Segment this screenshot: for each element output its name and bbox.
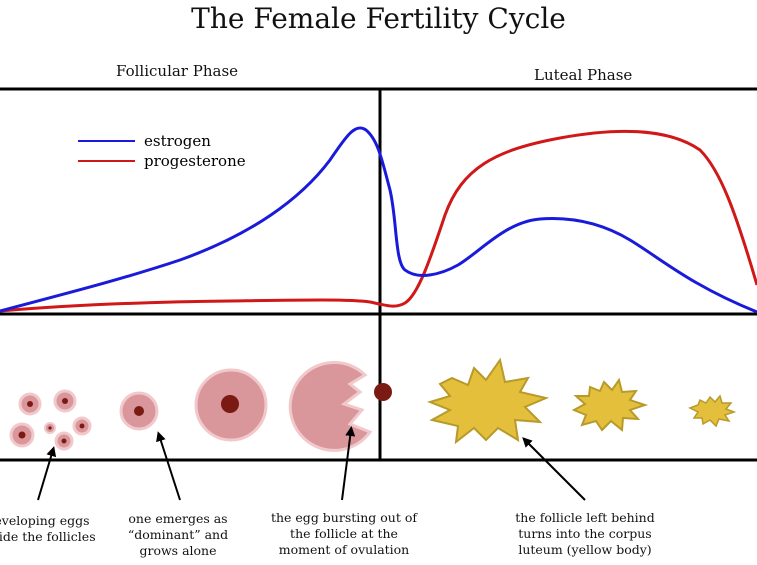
arrow-developing-eggs [37, 446, 57, 501]
dominant-egg [134, 406, 144, 416]
arrow-corpus-luteum [522, 437, 586, 501]
legend-estrogen-label: estrogen [144, 132, 211, 150]
egg-dot [79, 423, 85, 429]
legend-progesterone-label: progesterone [144, 152, 246, 170]
caption-dominant-follicle: one emerges as “dominant” and grows alon… [118, 511, 238, 559]
follicular-phase-label: Follicular Phase [116, 62, 239, 80]
released-egg [374, 383, 392, 401]
growing-egg [221, 395, 239, 413]
caption-corpus-luteum: the follicle left behind turns into the … [505, 510, 665, 558]
luteal-phase-label: Luteal Phase [534, 66, 633, 84]
arrow-ovulation [341, 426, 356, 501]
corpus-luteum-large [426, 357, 550, 445]
caption-line: moment of ovulation [278, 542, 410, 557]
egg-dot [48, 426, 52, 430]
caption-line: grows alone [139, 543, 217, 558]
caption-line: the egg bursting out of [270, 510, 418, 525]
developing-follicles-cluster [9, 389, 92, 451]
caption-line: inside the follicles [0, 529, 96, 544]
caption-line: luteum (yellow body) [518, 542, 652, 557]
estrogen-curve [0, 126, 757, 314]
caption-developing-eggs: developing eggs inside the follicles [0, 513, 98, 545]
chart-legend: estrogen progesterone [78, 132, 246, 170]
caption-line: the follicle left behind [515, 510, 655, 525]
corpus-luteum-medium [571, 377, 649, 432]
caption-line: “dominant” and [127, 527, 229, 542]
progesterone-curve [0, 129, 757, 313]
arrow-dominant-follicle [156, 431, 181, 501]
caption-ovulation: the egg bursting out of the follicle at … [264, 510, 424, 558]
egg-dot [62, 398, 68, 404]
caption-line: one emerges as [128, 511, 228, 526]
caption-line: turns into the corpus [518, 526, 652, 541]
egg-dot [18, 431, 26, 439]
caption-line: developing eggs [0, 513, 90, 528]
corpus-luteum-small [688, 394, 737, 428]
egg-dot [61, 438, 67, 444]
egg-dot [27, 401, 33, 407]
bursting-follicle [288, 360, 373, 452]
diagram-title: The Female Fertility Cycle [191, 2, 566, 35]
caption-line: the follicle at the [290, 526, 398, 541]
